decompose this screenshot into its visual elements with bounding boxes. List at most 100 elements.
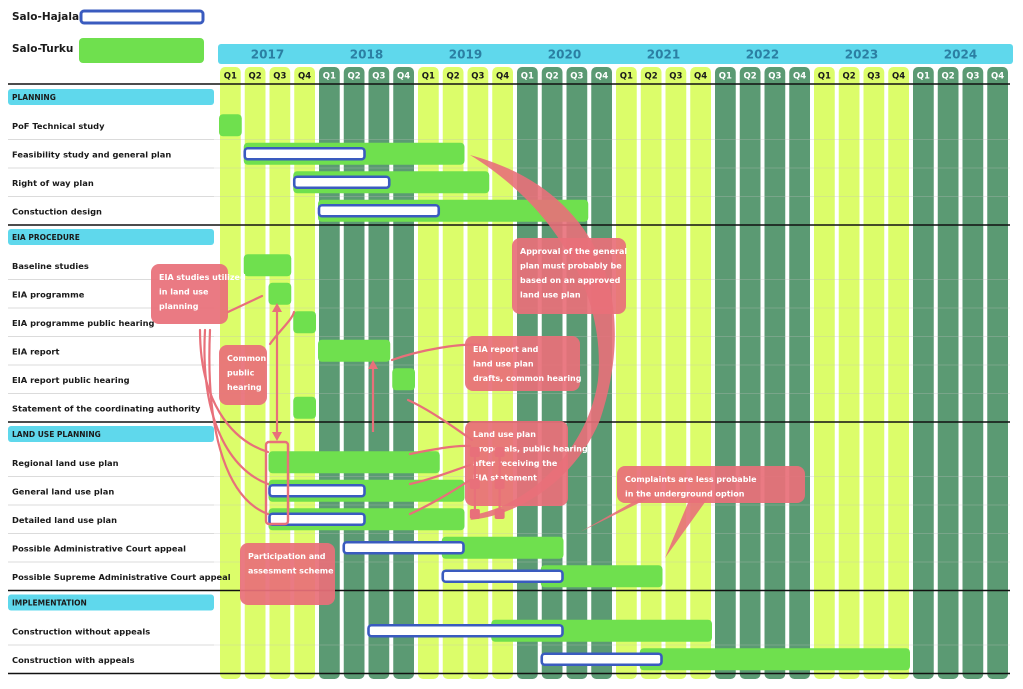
quarter-label-Q1: Q1	[620, 72, 633, 82]
callout-participation-scheme-text: Participation and	[248, 552, 326, 561]
callout-land-use-proposals	[465, 421, 568, 506]
quarter-label-Q3: Q3	[372, 72, 385, 82]
quarter-label-Q4: Q4	[496, 72, 509, 82]
quarter-label-Q2: Q2	[249, 72, 262, 82]
connector-curve	[226, 294, 264, 314]
year-header-band	[218, 44, 1013, 64]
quarter-label-Q2: Q2	[348, 72, 361, 82]
year-label-2024: 2024	[944, 48, 977, 62]
milestone-marker	[494, 479, 505, 489]
callout-eia-report-drafts-text: EIA report and	[473, 345, 539, 354]
callout-participation-scheme-text: assesment scheme	[248, 567, 334, 576]
quarter-label-Q4: Q4	[298, 72, 311, 82]
salo-hajala-bar	[243, 146, 366, 161]
section-title: EIA PROCEDURE	[12, 233, 80, 242]
quarter-column	[814, 67, 835, 679]
callout-complaints-underground-text: in the underground option	[625, 490, 745, 499]
section-header-band	[8, 594, 214, 611]
callout-eia-studies	[151, 264, 228, 324]
quarter-label-Q1: Q1	[323, 72, 336, 82]
quarter-column	[715, 67, 736, 679]
year-label-2023: 2023	[845, 48, 878, 62]
callout-approval-general-plan-text: Approval of the general	[520, 247, 627, 256]
row-label: Possible Supreme Administrative Court ap…	[12, 572, 231, 582]
quarter-column	[665, 67, 687, 679]
quarter-label-Q3: Q3	[966, 72, 979, 82]
callout-eia-studies-text: in land use	[159, 288, 209, 297]
salo-turku-bar	[268, 451, 440, 474]
salo-hajala-bar	[540, 652, 663, 667]
quarter-label-Q4: Q4	[892, 72, 905, 82]
quarter-column	[739, 67, 761, 679]
quarter-label-Q1: Q1	[917, 72, 930, 82]
quarter-label-Q2: Q2	[942, 72, 955, 82]
row-label: Construction with appeals	[12, 655, 135, 665]
row-label: EIA programme	[12, 289, 85, 299]
quarter-column	[690, 67, 711, 679]
quarter-label-Q3: Q3	[273, 72, 286, 82]
callout-land-use-proposals-text: proposals, public hearing	[473, 445, 588, 454]
highlight-frame	[264, 440, 290, 526]
connector-curve	[406, 398, 474, 442]
quarter-label-Q1: Q1	[719, 72, 732, 82]
quarter-label-Q3: Q3	[669, 72, 682, 82]
row-label: PoF Technical study	[12, 121, 105, 131]
quarter-column	[888, 67, 909, 679]
year-label-2021: 2021	[647, 48, 680, 62]
quarter-column	[838, 67, 860, 679]
callout-eia-report-drafts-text: land use plan	[473, 360, 534, 369]
callout-eia-studies-text: EIA studies utilized	[159, 273, 246, 282]
section-header-band	[8, 426, 214, 442]
callout-approval-general-plan-text: based on an approved	[520, 276, 621, 285]
salo-turku-bar	[392, 368, 415, 391]
quarter-label-Q4: Q4	[595, 72, 608, 82]
annotation-layer: Approval of the general plan must probabl…	[151, 155, 805, 605]
quarter-label-Q1: Q1	[818, 72, 831, 82]
legend-swatch-salo-turku	[79, 38, 204, 63]
section-title: IMPLEMENTATION	[12, 599, 87, 608]
row-label: EIA report public hearing	[12, 375, 130, 385]
quarter-column	[616, 67, 637, 679]
quarter-label-Q2: Q2	[843, 72, 856, 82]
quarter-label-Q1: Q1	[422, 72, 435, 82]
arrow-head	[272, 303, 282, 312]
connector-curve	[208, 328, 270, 516]
salo-hajala-bar	[268, 483, 366, 498]
quarter-label-Q1: Q1	[521, 72, 534, 82]
salo-turku-bar	[268, 282, 292, 305]
quarter-label-Q3: Q3	[867, 72, 880, 82]
quarter-label-Q4: Q4	[397, 72, 410, 82]
connector-curve	[408, 444, 472, 456]
callout-complaints-underground-text: Complaints are less probable	[625, 475, 757, 484]
row-label: General land use plan	[12, 486, 114, 496]
connector-curve	[408, 463, 472, 486]
salo-hajala-bar	[268, 512, 366, 527]
callout-approval-general-plan-text: plan must probably be	[520, 262, 622, 271]
callout-land-use-proposals-text: Land use plan	[473, 430, 536, 439]
year-label-2018: 2018	[350, 48, 383, 62]
section-header-band	[8, 89, 214, 105]
connector-curve	[408, 478, 472, 516]
row-label: EIA report	[12, 346, 60, 356]
salo-hajala-bar	[342, 540, 465, 555]
milestone-marker	[494, 447, 505, 457]
row-label: Constuction design	[12, 206, 102, 216]
quarter-label-Q4: Q4	[694, 72, 707, 82]
callout-land-use-proposals-text: after receiving the	[473, 459, 558, 468]
year-label-2017: 2017	[251, 48, 284, 62]
milestone-marker	[469, 509, 480, 519]
connector-curve	[390, 343, 482, 362]
callout-eia-studies-text: planning	[159, 302, 199, 311]
quarter-column	[962, 67, 984, 679]
salo-hajala-bar	[292, 175, 391, 190]
connector-curve	[268, 310, 296, 346]
row-label: Detailed land use plan	[12, 515, 117, 525]
callout-common-public-hearing-text: hearing	[227, 383, 262, 392]
legend-label-salo-turku: Salo-Turku	[12, 43, 74, 55]
row-label: Statement of the coordinating authority	[12, 403, 201, 413]
quarter-column	[764, 67, 786, 679]
quarter-column	[789, 67, 810, 679]
salo-turku-bar	[293, 311, 316, 334]
callout-approval-general-plan-text: land use plan	[520, 291, 581, 300]
